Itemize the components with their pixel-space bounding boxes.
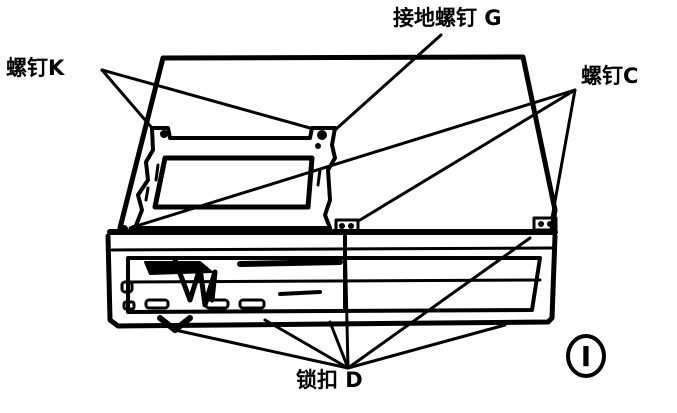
latch-d-label: 锁扣 D	[296, 368, 363, 392]
leader-ground-screw	[333, 33, 443, 132]
drive-bracket	[133, 126, 337, 230]
bracket-window	[152, 155, 315, 210]
leader-screw-c-1	[128, 88, 577, 230]
drive-slot-2	[237, 259, 343, 267]
figure-number-badge: I	[566, 334, 606, 378]
leader-latch-d-5	[346, 236, 532, 370]
ground-screw-label: 接地螺钉 G	[393, 6, 502, 30]
screw-c-label: 螺钉C	[581, 64, 639, 88]
leader-screw-k-1	[100, 68, 154, 130]
latch-cluster	[172, 257, 218, 308]
leader-latch-d-6	[346, 323, 507, 370]
screw-k-label: 螺钉K	[6, 56, 65, 80]
leader-latch-d-2	[263, 318, 350, 370]
leader-latch-d-1	[173, 328, 350, 370]
figure-number: I	[580, 340, 592, 373]
front-panel	[105, 233, 558, 329]
leader-screw-c-2	[358, 88, 577, 222]
leader-screw-k-2	[100, 68, 312, 130]
top-cover	[160, 54, 558, 233]
leader-latch-d-3	[328, 320, 350, 370]
leader-screw-c-3	[550, 88, 577, 220]
leader-latch-d-4	[343, 233, 350, 370]
